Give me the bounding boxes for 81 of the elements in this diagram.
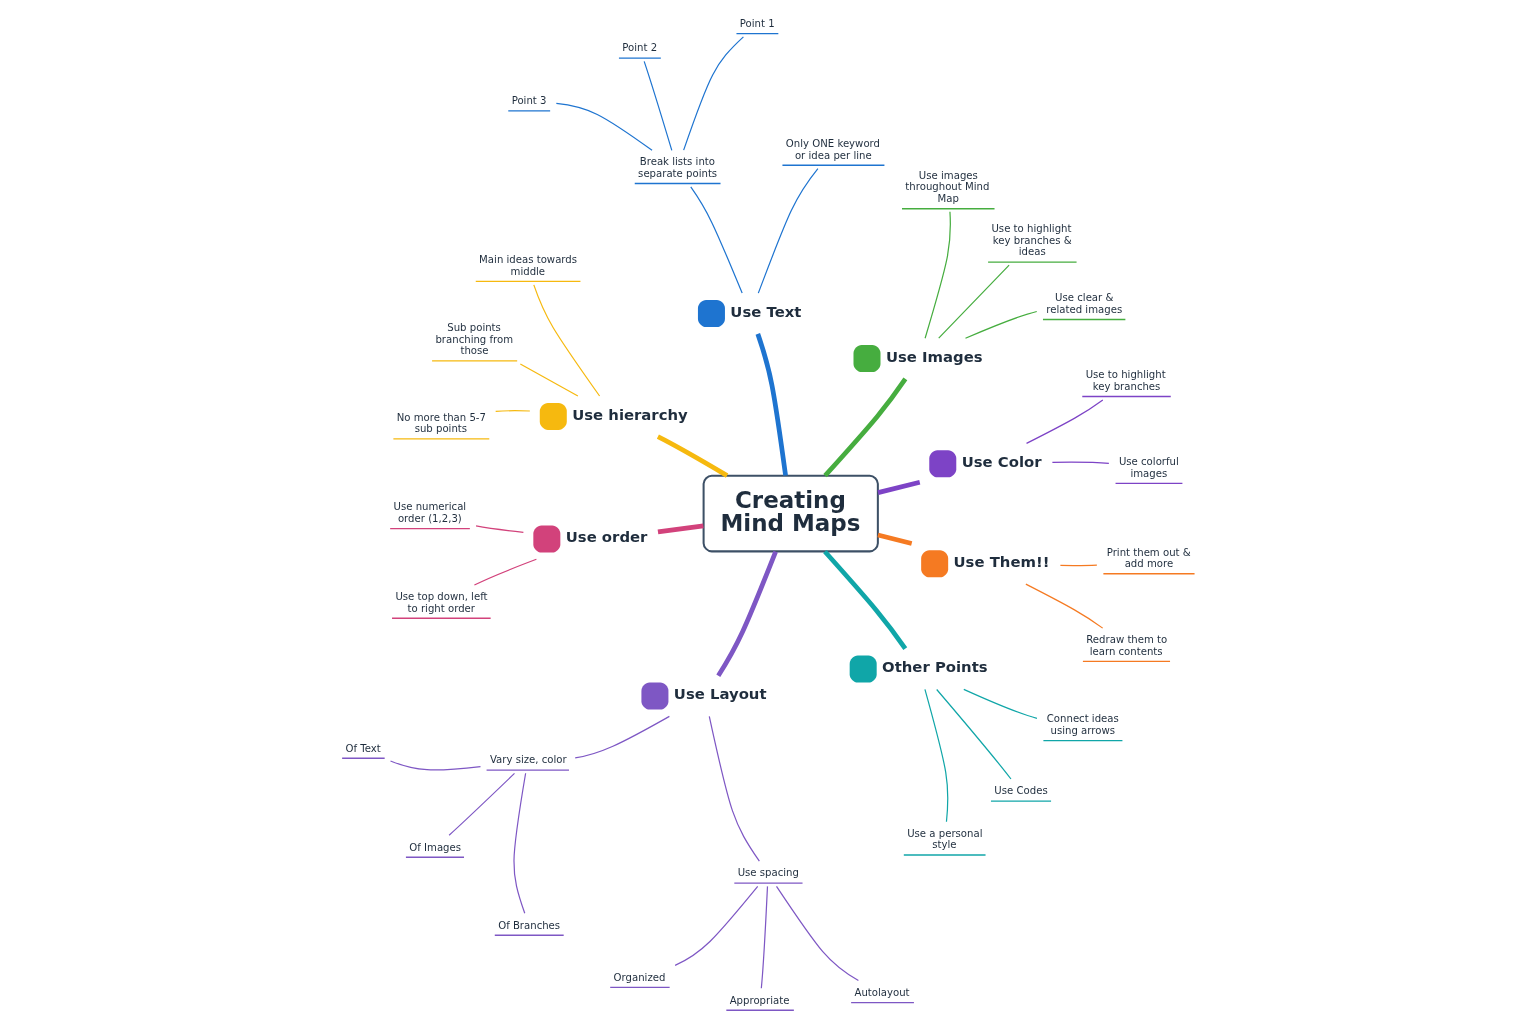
node-text: Use a personal style xyxy=(907,827,983,850)
node-text: Redraw them to learn contents xyxy=(1086,633,1168,657)
connector xyxy=(683,35,744,151)
node-box xyxy=(849,655,877,683)
connector xyxy=(877,532,913,546)
connector xyxy=(775,885,859,981)
connector xyxy=(495,409,531,412)
node-text: Use images throughout Mind Map xyxy=(905,169,990,204)
connector xyxy=(448,772,516,836)
node-text: Use spacing xyxy=(737,866,799,878)
node-text: Use top down, left to right order xyxy=(395,590,488,614)
connector xyxy=(716,550,778,677)
node-text: Use clear & related images xyxy=(1046,291,1123,315)
node-text: Only ONE keyword or idea per line xyxy=(785,137,880,161)
node-box xyxy=(533,524,561,552)
node-label: Other Points xyxy=(882,657,988,676)
connector xyxy=(1025,398,1104,444)
connector xyxy=(936,688,1012,780)
node-text: Main ideas towards middle xyxy=(479,253,578,277)
connector xyxy=(924,688,949,822)
connector xyxy=(674,885,759,966)
connector xyxy=(760,885,769,989)
node-box xyxy=(853,344,881,372)
connector xyxy=(475,524,524,533)
connector xyxy=(938,264,1010,339)
node-text: Connect ideas using arrows xyxy=(1046,712,1119,736)
connector xyxy=(643,60,673,151)
node-label: Use Them!! xyxy=(953,552,1050,571)
connector xyxy=(823,377,908,477)
node-text: Break lists into separate points xyxy=(638,155,718,179)
node-box xyxy=(697,299,725,327)
node-text: Use colorful images xyxy=(1118,455,1179,479)
node-text: Point 3 xyxy=(511,94,547,106)
node-text: Use Codes xyxy=(994,784,1048,796)
connector xyxy=(519,362,579,397)
connector xyxy=(964,310,1038,339)
connector xyxy=(690,185,743,294)
node-box xyxy=(539,402,567,430)
node-box xyxy=(921,549,949,577)
node-text: Of Images xyxy=(409,841,462,853)
connector xyxy=(1051,461,1110,464)
node-label: Use Text xyxy=(730,302,802,321)
node-label: Use hierarchy xyxy=(572,405,688,424)
node-text: Vary size, color xyxy=(489,753,567,765)
connector xyxy=(823,549,908,650)
connector xyxy=(389,759,482,771)
connector xyxy=(656,434,729,478)
connector xyxy=(924,210,952,339)
node-text: Point 2 xyxy=(622,41,658,53)
node-text: Appropriate xyxy=(729,994,790,1005)
node-text: Of Branches xyxy=(498,918,561,930)
connector xyxy=(1059,564,1098,566)
node-box: Creating Mind Maps xyxy=(702,474,879,552)
connector xyxy=(1025,583,1104,629)
node-text: Use to highlight key branches & ideas xyxy=(991,222,1072,257)
node-text: No more than 5-7 sub points xyxy=(396,411,486,434)
node-text: Organized xyxy=(613,971,666,983)
connector xyxy=(555,102,653,151)
connector xyxy=(473,558,537,586)
connector xyxy=(708,715,760,862)
connector xyxy=(657,523,704,534)
node-label: Use Layout xyxy=(673,684,767,703)
connector xyxy=(877,479,921,495)
node-label: Use Images xyxy=(885,347,983,366)
connector xyxy=(963,688,1038,719)
node-text: Autolayout xyxy=(854,986,910,998)
node-label: Use order xyxy=(565,527,648,546)
connector xyxy=(574,715,670,759)
node-text: Of Text xyxy=(345,742,381,754)
connector xyxy=(513,772,527,914)
connector xyxy=(757,167,819,294)
node-label: Use Color xyxy=(961,452,1042,471)
node-box xyxy=(929,449,957,477)
connector xyxy=(755,332,788,476)
connector xyxy=(533,283,601,397)
node-text: Sub points branching from those xyxy=(435,321,514,356)
node-text: Print them out & add more xyxy=(1106,546,1191,569)
node-box xyxy=(641,682,669,710)
node-text: Use numerical order (1,2,3) xyxy=(393,500,467,524)
node-text: Use to highlight key branches xyxy=(1085,368,1166,392)
node-text: Point 1 xyxy=(739,17,775,29)
